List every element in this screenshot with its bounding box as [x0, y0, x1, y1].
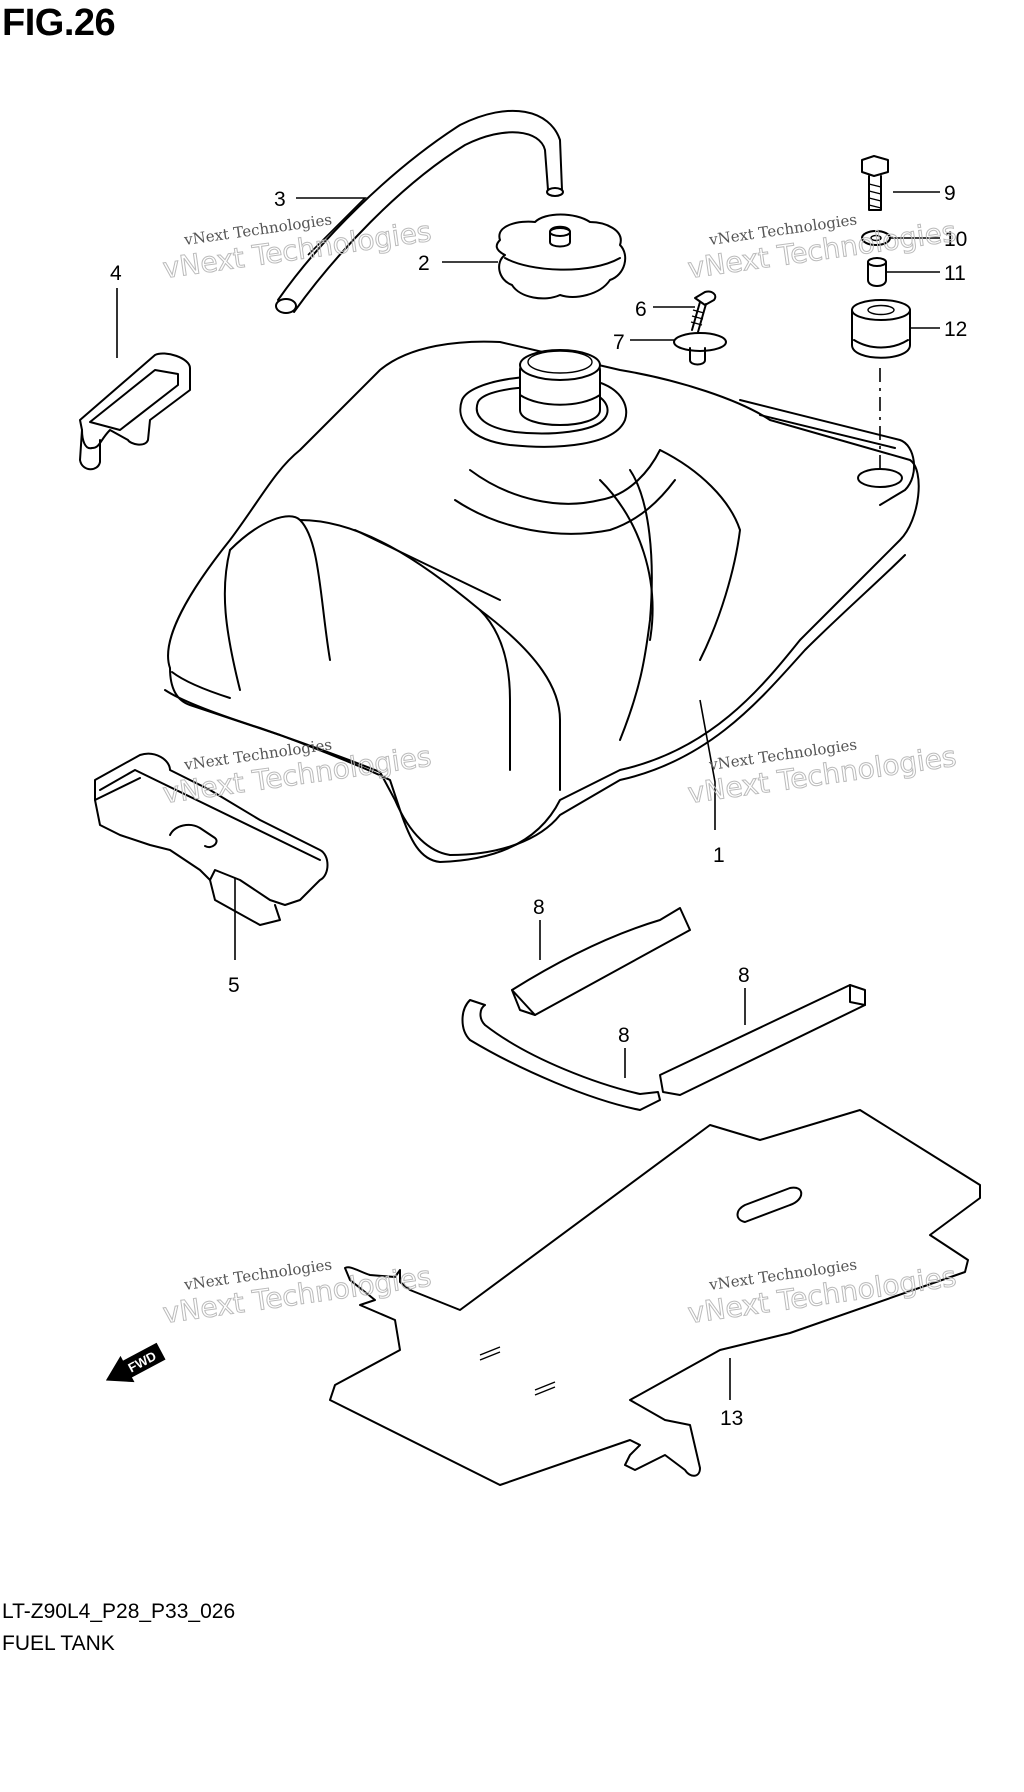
cushion-part-left[interactable]: [461, 999, 661, 1111]
ref-2: 2: [418, 252, 430, 275]
heat-shield-plate-part[interactable]: [329, 1109, 981, 1486]
ref-6: 6: [635, 298, 647, 321]
ref-13: 13: [720, 1407, 743, 1430]
figure-code: LT-Z90L4_P28_P33_026: [2, 1600, 236, 1623]
ref-1: 1: [713, 844, 725, 867]
fwd-arrow-icon: FWD: [105, 1342, 166, 1383]
figure-description: FUEL TANK: [2, 1632, 115, 1655]
tank-bracket-part[interactable]: [79, 352, 191, 471]
ref-8b: 8: [738, 964, 750, 987]
ref-8c: 8: [618, 1024, 630, 1047]
watermark-mid-right: vNext Technologies vNext Technologies: [685, 735, 959, 810]
screw-part[interactable]: [690, 290, 717, 333]
rubber-cushion-part[interactable]: [851, 299, 911, 359]
ref-11: 11: [944, 262, 966, 285]
watermark-mid-left: vNext Technologies vNext Technologies: [160, 735, 434, 810]
ref-8a: 8: [533, 896, 545, 919]
grommet-part[interactable]: [673, 332, 727, 366]
washer-part[interactable]: [861, 230, 891, 246]
bolt-part[interactable]: [861, 155, 889, 211]
ref-7: 7: [613, 331, 625, 354]
leader-lines: [116, 191, 940, 1400]
ref-5: 5: [228, 974, 240, 997]
ref-10: 10: [944, 228, 967, 251]
ref-12: 12: [944, 318, 967, 341]
fuel-cap-part[interactable]: [495, 213, 627, 300]
breather-hose-part[interactable]: [275, 109, 564, 314]
cushion-part-top[interactable]: [511, 907, 691, 1016]
collar-part[interactable]: [867, 257, 887, 287]
tank-clamp-part[interactable]: [94, 752, 329, 926]
ref-4: 4: [110, 262, 122, 285]
watermark-top-left: vNext Technologies vNext Technologies: [160, 210, 434, 285]
figure-title: FIG.26: [2, 2, 116, 44]
ref-9: 9: [944, 182, 956, 205]
cushion-part-right[interactable]: [659, 984, 866, 1096]
part-reference-numbers: 1 2 3 4 5 6 7 8 8 8 9 10 11 12 13: [110, 182, 967, 1430]
fuel-tank-part[interactable]: [164, 340, 920, 863]
ref-3: 3: [274, 188, 286, 211]
